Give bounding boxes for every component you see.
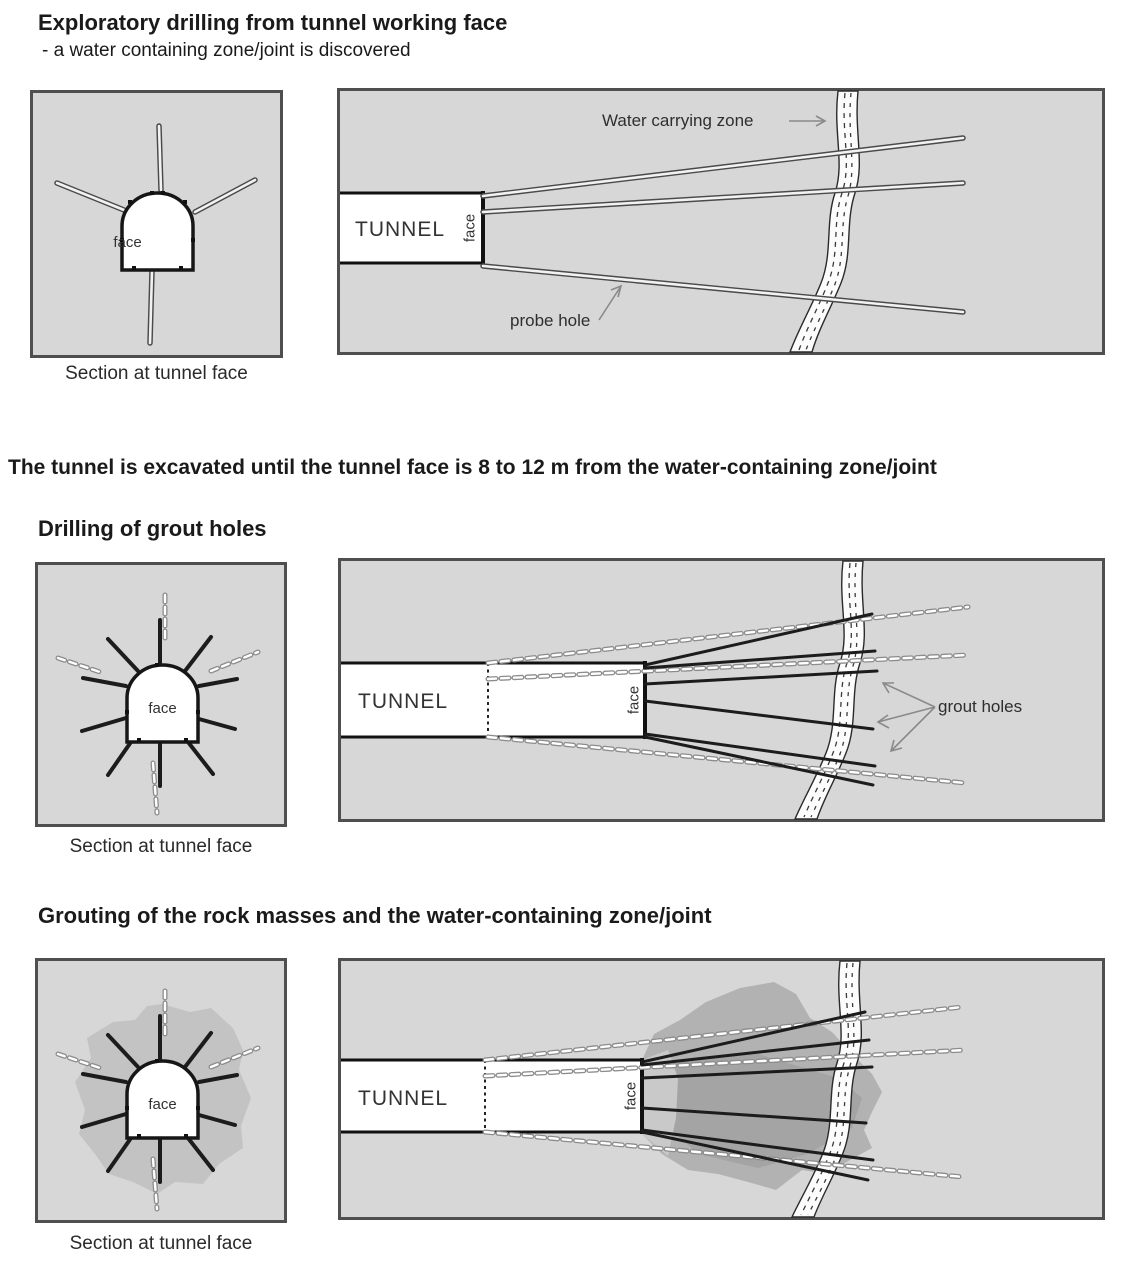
probe-hole-arrow — [598, 284, 623, 321]
tunnel-profile — [125, 1059, 200, 1140]
water-zone-label: Water carrying zone — [602, 111, 754, 130]
stage2-cross-section-panel — [35, 562, 287, 827]
probe-hole-rods — [480, 135, 966, 315]
stage3-cross-section-panel — [35, 958, 287, 1223]
tunnel — [340, 191, 485, 265]
grout-hole-fan — [643, 612, 879, 787]
grout-hole-spokes — [80, 618, 239, 788]
face-label: face — [113, 234, 142, 251]
tunnel-label: TUNNEL — [358, 690, 449, 713]
face-label: face — [622, 1081, 640, 1111]
grout-holes-label: grout holes — [938, 697, 1023, 716]
face-label: face — [625, 685, 643, 715]
stage1-section-caption: Section at tunnel face — [65, 363, 248, 384]
stage2-longitudinal-panel — [338, 558, 1105, 822]
old-probe-hole-rods — [55, 988, 261, 1212]
old-probe-hole-rods — [55, 592, 261, 816]
grout-hole-spokes — [80, 1014, 239, 1184]
stage1-longitudinal-panel — [337, 88, 1105, 355]
profile-bolt-marks — [125, 1059, 200, 1138]
tunnel-label: TUNNEL — [355, 218, 446, 241]
face-label: face — [148, 700, 177, 717]
probe-hole-rods — [54, 123, 258, 346]
face-label: face — [461, 213, 479, 243]
stage3-longitudinal-panel — [338, 958, 1105, 1220]
grout-hole-fan — [640, 1010, 875, 1182]
stage1-subtitle: - a water containing zone/joint is disco… — [42, 40, 411, 61]
stage3-title: Grouting of the rock masses and the wate… — [38, 903, 712, 928]
grout-holes-arrows — [876, 682, 936, 753]
water-zone-arrow — [789, 115, 827, 127]
old-probe-hole-rods — [482, 1004, 968, 1180]
profile-bolt-marks — [120, 191, 195, 270]
stage1-title: Exploratory drilling from tunnel working… — [38, 10, 508, 35]
face-label: face — [148, 1096, 177, 1113]
probe-hole-label: probe hole — [510, 311, 591, 330]
stage2-title: Drilling of grout holes — [38, 516, 267, 541]
tunnel-profile — [125, 663, 200, 744]
stage2-section-caption: Section at tunnel face — [69, 836, 253, 857]
tunnel-profile — [120, 191, 195, 272]
profile-bolt-marks — [125, 663, 200, 742]
old-probe-hole-rods — [485, 604, 971, 786]
stage3-section-caption: Section at tunnel face — [69, 1233, 253, 1254]
stage1-cross-section-panel — [30, 90, 283, 358]
excavation-note: The tunnel is excavated until the tunnel… — [8, 456, 937, 479]
tunnel-label: TUNNEL — [358, 1087, 449, 1110]
